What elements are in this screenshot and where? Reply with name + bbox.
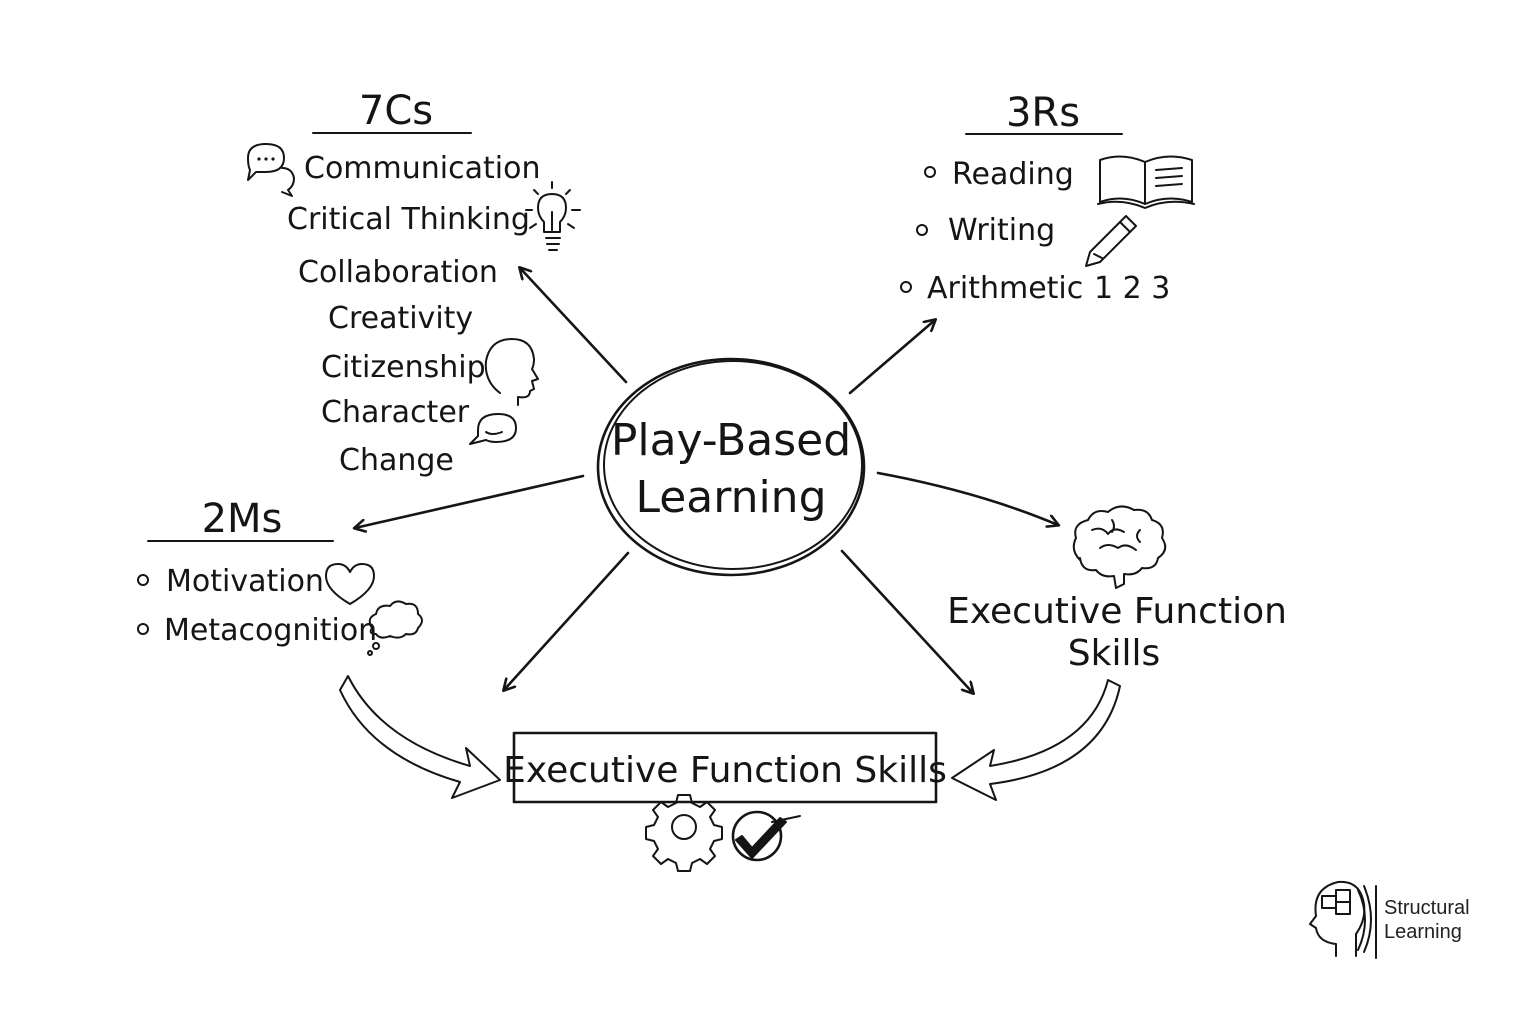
arrow-to-executive <box>876 471 1058 525</box>
sevencs-item-change: Change <box>339 443 454 478</box>
arrow-to-3rs <box>848 320 935 395</box>
brain-icon <box>1072 505 1167 589</box>
curved-arrow-left <box>339 675 501 799</box>
center-ellipse <box>596 357 866 577</box>
threers-title: 3Rs <box>1006 90 1080 136</box>
threers-item-reading: Reading <box>952 157 1074 192</box>
center-ellipse-inner <box>603 360 863 570</box>
sevencs-title: 7Cs <box>359 88 433 134</box>
outcome-rect <box>512 731 938 804</box>
sevencs-item-communication: Communication <box>304 151 540 186</box>
center-title-line2: Learning <box>635 472 826 523</box>
pencil-icon <box>1085 215 1137 267</box>
logo-line2: Learning <box>1384 921 1462 943</box>
arrow-down-left <box>504 551 630 690</box>
threers-group: 3Rs Reading Writing Arithmetic 1 2 3 <box>900 90 1195 306</box>
outcome-box: Executive Function Skills <box>503 731 947 872</box>
arrow-to-7cs <box>520 268 628 384</box>
executive-title-line2: Skills <box>1068 633 1160 674</box>
center-title-line1: Play-Based <box>611 415 851 466</box>
twoms-item-metacognition: Metacognition <box>164 613 377 648</box>
logo-line1: Structural <box>1384 897 1470 919</box>
center-arrows <box>355 268 1058 693</box>
arrow-to-2ms <box>355 474 585 528</box>
thought-cloud-icon <box>367 600 423 656</box>
executive-group: Executive Function Skills <box>947 505 1287 674</box>
arrow-down-right <box>840 549 973 693</box>
sevencs-item-critical-thinking: Critical Thinking <box>287 202 530 237</box>
bullet-metacognition <box>137 623 149 635</box>
speech-bubbles-icon <box>247 143 295 197</box>
check-circle-icon <box>731 810 801 862</box>
speech-bubble-icon <box>469 413 517 445</box>
sevencs-item-creativity: Creativity <box>328 301 473 336</box>
twoms-item-motivation: Motivation <box>166 564 324 599</box>
twoms-group: 2Ms Motivation Metacognition <box>137 496 423 656</box>
bullet-reading <box>924 166 936 178</box>
bullet-writing <box>916 224 928 236</box>
bullet-arithmetic <box>900 281 912 293</box>
threers-item-arithmetic: Arithmetic <box>927 271 1083 306</box>
outcome-label: Executive Function Skills <box>503 750 947 791</box>
gear-icon <box>645 794 723 872</box>
lightbulb-icon <box>525 181 581 251</box>
twoms-title: 2Ms <box>202 496 283 542</box>
heart-icon <box>325 563 375 605</box>
sevencs-item-citizenship: Citizenship <box>321 350 486 385</box>
executive-title-line1: Executive Function <box>947 591 1287 632</box>
sevencs-group: 7Cs Communication Critical Thinking Coll… <box>247 88 581 478</box>
sevencs-item-character: Character <box>321 395 470 430</box>
sevencs-item-collaboration: Collaboration <box>298 255 498 290</box>
center-node: Play-Based Learning <box>596 357 866 577</box>
bullet-motivation <box>137 574 149 586</box>
brain-puzzle-logo-icon <box>1309 880 1372 957</box>
structural-learning-logo: Structural Learning <box>1309 880 1470 959</box>
head-profile-icon <box>484 338 539 406</box>
open-book-icon <box>1097 155 1195 209</box>
threers-item-writing: Writing <box>948 213 1055 248</box>
curved-arrow-right <box>951 679 1121 801</box>
threers-numbers: 1 2 3 <box>1094 271 1170 306</box>
